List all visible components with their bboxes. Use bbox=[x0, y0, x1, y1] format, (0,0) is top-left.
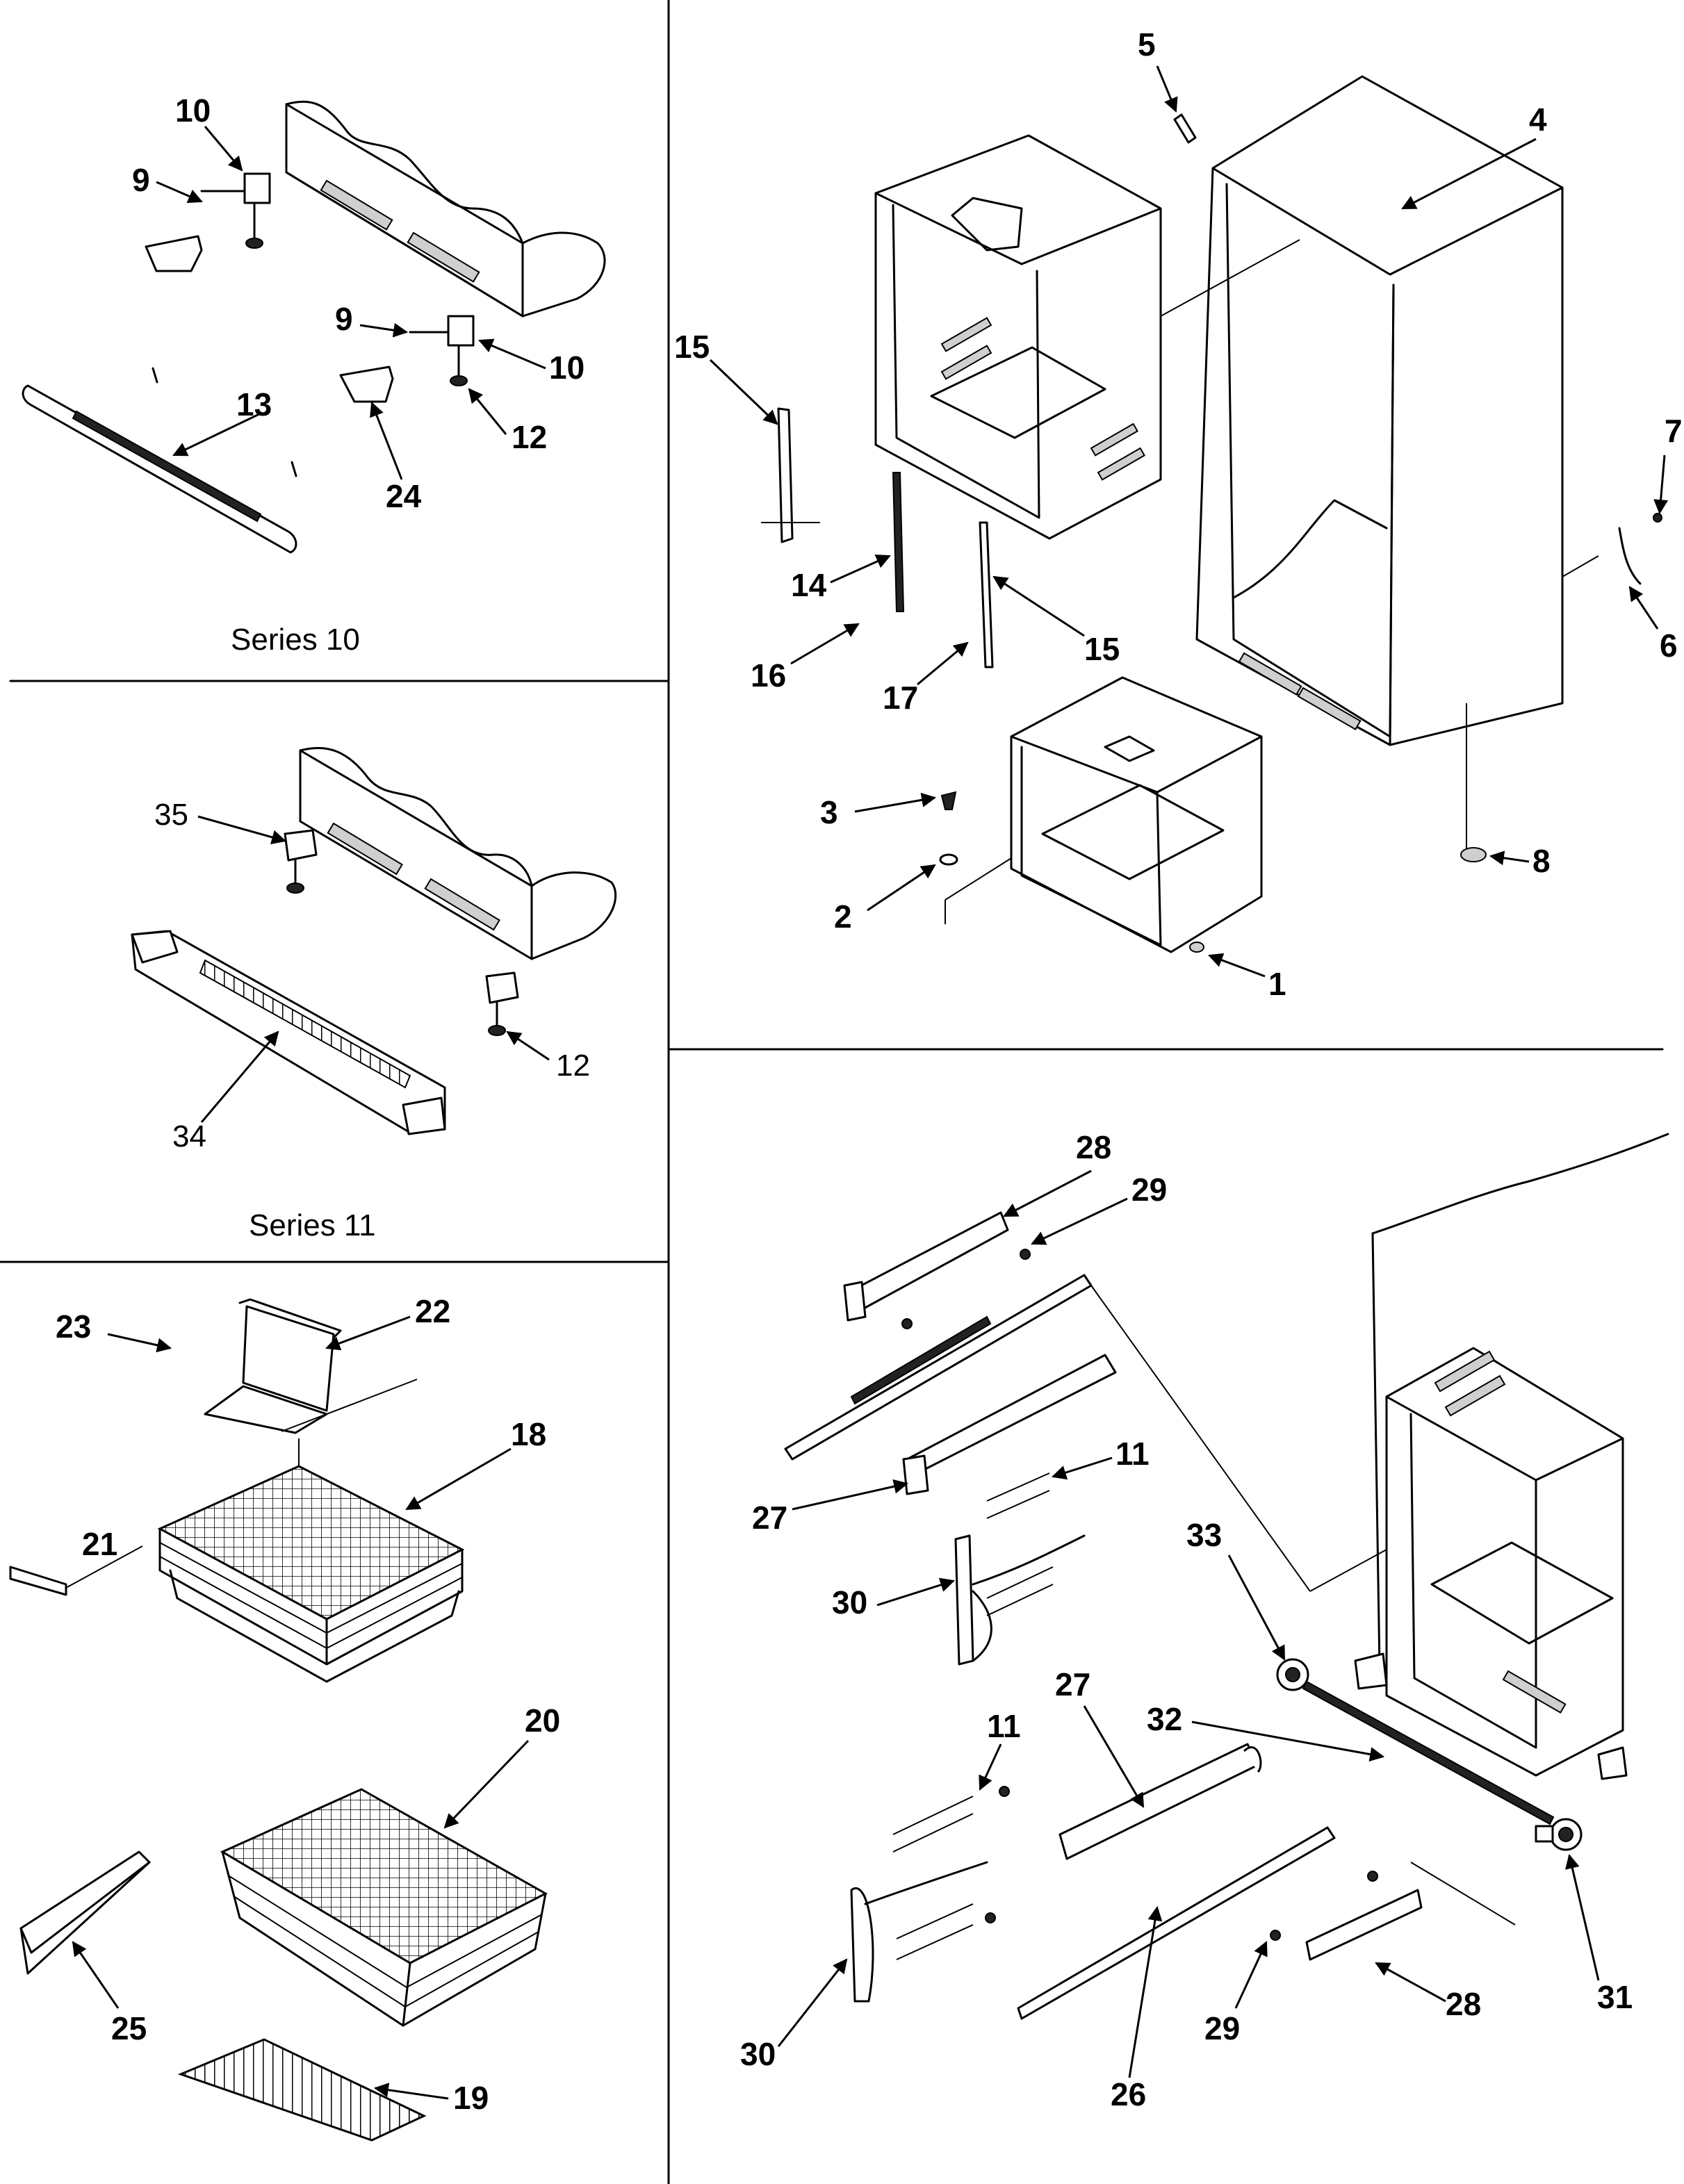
wire-basket-lower bbox=[220, 1788, 548, 2027]
callout-30-lower: 30 bbox=[740, 2036, 776, 2072]
series10-hinge-lower bbox=[339, 315, 475, 403]
callout-35: 35 bbox=[154, 798, 188, 832]
basket-tray bbox=[177, 2038, 427, 2142]
series10-hinge-upper bbox=[145, 172, 271, 272]
callout-30-upper: 30 bbox=[832, 1584, 867, 1620]
callout-28-upper: 28 bbox=[1076, 1129, 1111, 1165]
callout-15-left: 15 bbox=[674, 329, 710, 365]
callout-21: 21 bbox=[82, 1526, 117, 1562]
callout-33: 33 bbox=[1186, 1517, 1222, 1553]
series11-grille bbox=[131, 930, 446, 1135]
rail-assembly-lower bbox=[850, 1743, 1516, 2020]
series11-cabinet-base bbox=[299, 746, 617, 960]
drawer-rails-panel: 28 29 11 27 33 30 27 11 32 30 26 29 28 bbox=[740, 1129, 1669, 2112]
callout-6: 6 bbox=[1660, 627, 1678, 664]
callout-19: 19 bbox=[453, 2080, 489, 2116]
callout-3: 3 bbox=[820, 794, 838, 830]
series10-panel: 10 9 9 10 13 12 24 Series 10 bbox=[22, 92, 606, 657]
callout-22: 22 bbox=[415, 1293, 450, 1329]
cabinet-panel: 5 4 15 7 14 15 6 16 17 3 8 2 1 bbox=[674, 26, 1683, 1002]
liner-rails bbox=[761, 407, 994, 668]
callout-1: 1 bbox=[1268, 966, 1286, 1002]
callout-11-upper: 11 bbox=[1115, 1436, 1150, 1472]
callout-4: 4 bbox=[1529, 101, 1547, 138]
callout-28-lower: 28 bbox=[1446, 1986, 1481, 2022]
callout-32: 32 bbox=[1147, 1701, 1182, 1737]
series10-cabinet-base bbox=[285, 100, 606, 318]
wire-basket-upper bbox=[157, 1379, 465, 1683]
series10-callouts: 10 9 9 10 13 12 24 bbox=[132, 92, 585, 514]
basket-handle bbox=[9, 1545, 143, 1596]
series11-hinges bbox=[284, 829, 519, 1036]
callout-31: 31 bbox=[1597, 1979, 1633, 2015]
freezer-cabinet-view bbox=[1090, 1133, 1669, 1780]
drawer-rails-callouts: 28 29 11 27 33 30 27 11 32 30 26 29 28 bbox=[740, 1129, 1633, 2112]
callout-5: 5 bbox=[1138, 26, 1156, 63]
callout-16: 16 bbox=[751, 657, 786, 693]
series11-callouts: 35 12 34 bbox=[154, 798, 590, 1153]
callout-27-lower: 27 bbox=[1055, 1666, 1090, 1702]
cabinet-small-parts bbox=[939, 113, 1662, 953]
fresh-food-liner bbox=[874, 134, 1300, 540]
series10-caption: Series 10 bbox=[231, 623, 360, 657]
callout-12-s11: 12 bbox=[556, 1049, 590, 1083]
callout-25: 25 bbox=[111, 2010, 147, 2046]
callout-7: 7 bbox=[1665, 413, 1683, 449]
callout-29-upper: 29 bbox=[1131, 1172, 1167, 1208]
callout-10-upper: 10 bbox=[175, 92, 211, 129]
callout-27-upper: 27 bbox=[752, 1500, 787, 1536]
series11-panel: 35 12 34 Series 11 bbox=[131, 746, 617, 1242]
callout-8: 8 bbox=[1532, 843, 1551, 879]
callout-20: 20 bbox=[525, 1702, 560, 1739]
callout-9-upper: 9 bbox=[132, 162, 150, 198]
rail-assembly-top bbox=[784, 1211, 1117, 1495]
series11-caption: Series 11 bbox=[249, 1208, 376, 1242]
callout-24: 24 bbox=[386, 478, 422, 514]
callout-18: 18 bbox=[511, 1416, 546, 1452]
basket-divider-side bbox=[19, 1850, 151, 1975]
callout-10-lower: 10 bbox=[549, 350, 585, 386]
series10-grille bbox=[22, 367, 297, 554]
callout-23: 23 bbox=[56, 1308, 91, 1345]
baskets-callouts: 23 22 18 21 20 25 19 bbox=[56, 1293, 560, 2116]
freezer-liner bbox=[945, 676, 1263, 953]
callout-9-lower: 9 bbox=[335, 301, 353, 337]
callout-14: 14 bbox=[791, 567, 827, 603]
shaft-assembly bbox=[1276, 1658, 1583, 1851]
bracket-upper bbox=[954, 1472, 1086, 1666]
callout-26: 26 bbox=[1111, 2076, 1146, 2112]
callout-2: 2 bbox=[834, 898, 852, 935]
baskets-panel: 23 22 18 21 20 25 19 bbox=[9, 1293, 560, 2142]
callout-34: 34 bbox=[172, 1119, 206, 1153]
callout-11-lower: 11 bbox=[987, 1708, 1021, 1744]
callout-17: 17 bbox=[883, 680, 918, 716]
cabinet-callouts: 5 4 15 7 14 15 6 16 17 3 8 2 1 bbox=[674, 26, 1683, 1002]
cabinet-shell bbox=[1195, 75, 1599, 855]
callout-12: 12 bbox=[512, 419, 547, 455]
callout-29-lower: 29 bbox=[1204, 2010, 1240, 2046]
basket-divider-top bbox=[204, 1298, 342, 1434]
callout-15-right: 15 bbox=[1084, 631, 1120, 667]
